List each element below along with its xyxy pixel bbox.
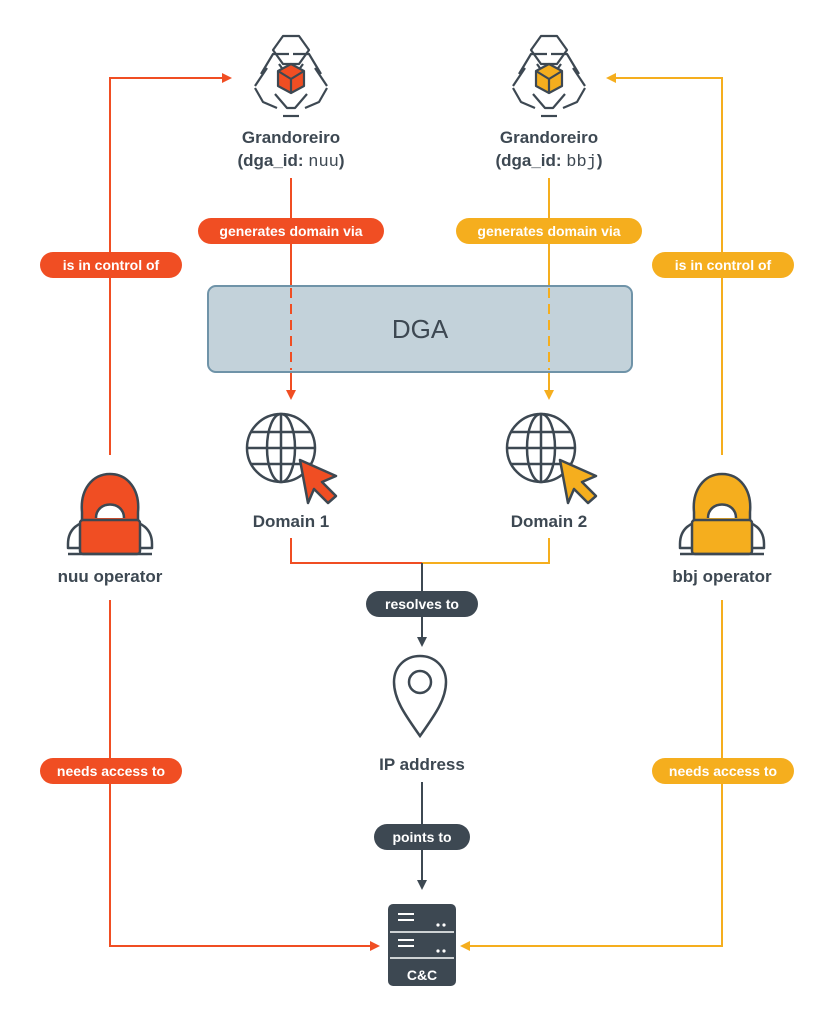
domain2-label: Domain 2 xyxy=(511,512,588,531)
svg-text:needs access to: needs access to xyxy=(57,763,165,779)
pill-right-access: needs access to xyxy=(652,758,794,784)
nuu-operator-label: nuu operator xyxy=(58,567,163,586)
ip-address-label: IP address xyxy=(379,755,465,774)
pill-left-generates: generates domain via xyxy=(198,218,384,244)
svg-text:needs access to: needs access to xyxy=(669,763,777,779)
edge-bbj-control xyxy=(606,73,723,455)
bbj-operator-icon xyxy=(678,472,766,556)
pill-resolves: resolves to xyxy=(366,591,478,617)
pill-right-control: is in control of xyxy=(652,252,794,278)
cc-label: C&C xyxy=(407,967,437,983)
svg-text:generates domain via: generates domain via xyxy=(219,223,362,239)
domain2-globe-icon xyxy=(505,412,577,484)
edge-nuu-access xyxy=(109,600,380,951)
svg-text:generates domain via: generates domain via xyxy=(477,223,620,239)
grandoreiro-right-icon xyxy=(512,34,586,118)
domain1-label: Domain 1 xyxy=(253,512,330,531)
grandoreiro-right-name: Grandoreiro xyxy=(500,128,598,147)
pill-right-generates: generates domain via xyxy=(456,218,642,244)
edge-bbj-access xyxy=(460,600,723,951)
pill-left-access: needs access to xyxy=(40,758,182,784)
dga-label: DGA xyxy=(392,314,449,344)
domain2-cursor-icon xyxy=(558,458,598,505)
grandoreiro-left-id: (dga_id: nuu) xyxy=(237,151,344,172)
edge-nuu-control xyxy=(109,73,232,455)
grandoreiro-right-id: (dga_id: bbj) xyxy=(495,151,602,172)
svg-text:resolves to: resolves to xyxy=(385,596,459,612)
cc-server-icon xyxy=(388,904,456,986)
location-pin-icon xyxy=(392,654,448,739)
edge-domain2-merge xyxy=(422,538,550,564)
edge-domain1-merge xyxy=(290,538,422,564)
grandoreiro-left-icon xyxy=(254,34,328,118)
svg-text:is in control of: is in control of xyxy=(675,257,772,273)
pill-points: points to xyxy=(374,824,470,850)
svg-text:is in control of: is in control of xyxy=(63,257,160,273)
bbj-operator-label: bbj operator xyxy=(672,567,772,586)
nuu-operator-icon xyxy=(66,472,154,556)
svg-text:points to: points to xyxy=(392,829,451,845)
pill-left-control: is in control of xyxy=(40,252,182,278)
domain1-globe-icon xyxy=(245,412,317,484)
domain1-cursor-icon xyxy=(298,458,338,505)
grandoreiro-left-name: Grandoreiro xyxy=(242,128,340,147)
dga-box xyxy=(207,285,633,373)
